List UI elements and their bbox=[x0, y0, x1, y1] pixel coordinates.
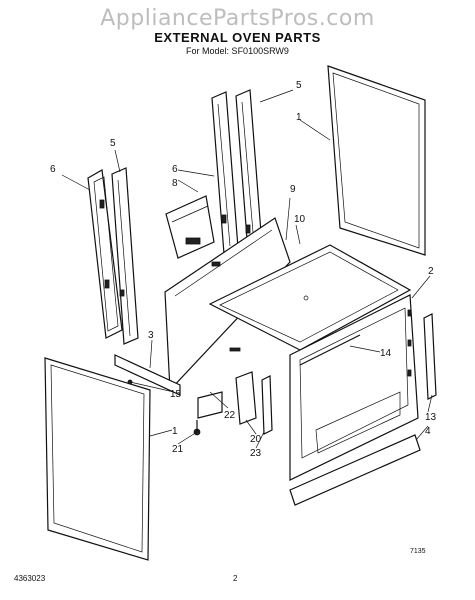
figure-code: 7135 bbox=[410, 548, 426, 555]
page-title: EXTERNAL OVEN PARTS bbox=[154, 30, 321, 45]
part-number-label: 1 bbox=[296, 112, 302, 123]
part-number-label: 23 bbox=[250, 448, 262, 459]
hinge-part bbox=[235, 371, 273, 435]
part-number-labels: 5 1 6 8 5 6 9 10 2 3 14 15 1 21 22 20 23… bbox=[50, 80, 437, 459]
part-number-label: 1 bbox=[172, 426, 178, 437]
part-number-label: 13 bbox=[425, 412, 437, 423]
part-number-label: 10 bbox=[294, 214, 306, 225]
left-side-panel-part bbox=[87, 167, 139, 345]
part-number-label: 4 bbox=[425, 426, 431, 437]
base-trim-part bbox=[289, 434, 421, 506]
part-number-label: 21 bbox=[172, 444, 184, 455]
part-number-label: 15 bbox=[170, 389, 182, 400]
part-number-label: 5 bbox=[296, 80, 302, 91]
part-number-label: 5 bbox=[110, 138, 116, 149]
part-number-label: 6 bbox=[50, 164, 56, 175]
bracket-part bbox=[165, 195, 215, 259]
door-frame-part bbox=[44, 357, 151, 561]
side-strip-part bbox=[423, 313, 437, 400]
part-number-label: 20 bbox=[250, 434, 262, 445]
model-subtitle: For Model: SF0100SRW9 bbox=[186, 46, 289, 56]
page-number: 2 bbox=[233, 574, 238, 583]
part-number-label: 2 bbox=[428, 266, 434, 277]
part-number-label: 8 bbox=[172, 178, 178, 189]
oven-body-part bbox=[289, 294, 419, 481]
rail-part bbox=[114, 354, 223, 419]
part-number-label: 3 bbox=[148, 330, 154, 341]
part-number-label: 9 bbox=[290, 184, 296, 195]
top-frame-part bbox=[327, 65, 426, 256]
leader-lines bbox=[61, 89, 433, 449]
rear-side-panel-part bbox=[211, 89, 263, 255]
part-number-label: 22 bbox=[224, 410, 236, 421]
cooktop-part bbox=[208, 244, 412, 351]
watermark: AppliancePartsPros.com bbox=[100, 6, 375, 31]
part-number-label: 6 bbox=[172, 164, 178, 175]
part-number-label: 14 bbox=[380, 348, 392, 359]
document-number: 4363023 bbox=[14, 574, 46, 583]
